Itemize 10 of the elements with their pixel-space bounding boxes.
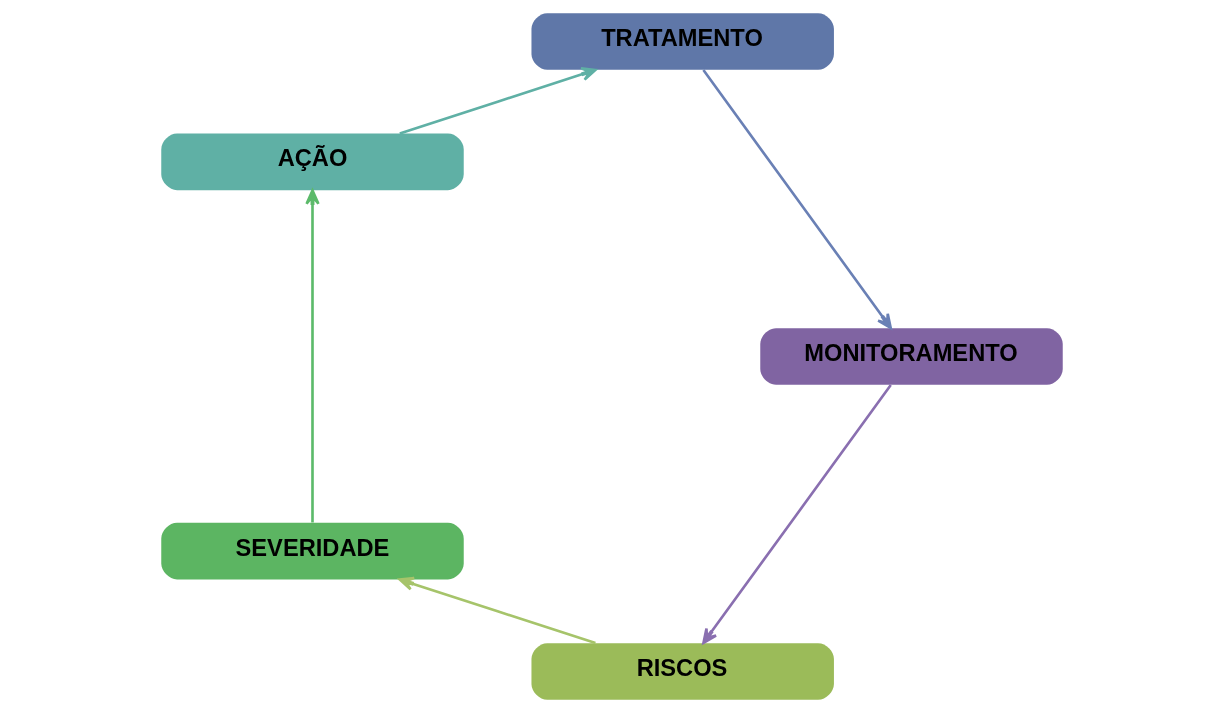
- node-box: TRATAMENTO: [531, 13, 834, 70]
- arrow: [702, 384, 892, 645]
- node-box: RISCOS: [531, 643, 834, 700]
- node-box: AÇÃO: [161, 133, 464, 191]
- arrow: [305, 189, 320, 523]
- arrow: [399, 67, 597, 135]
- node-box: SEVERIDADE: [161, 522, 464, 580]
- arrow: [702, 69, 892, 330]
- arrow: [398, 576, 596, 645]
- node-box: MONITORAMENTO: [760, 328, 1063, 385]
